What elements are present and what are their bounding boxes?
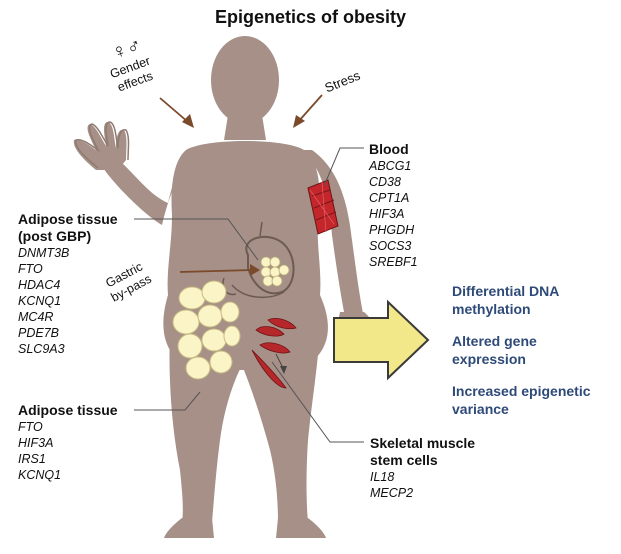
- gene-item: KCNQ1: [18, 294, 62, 308]
- blood-gene-list: ABCG1 CD38 CPT1A HIF3A PHGDH SOCS3 SREBF…: [369, 158, 418, 270]
- adipose-post-gbp-subheader: (post GBP): [18, 228, 92, 244]
- muscle-header: Skeletal muscle: [370, 435, 476, 451]
- gastric-bypass-pouch: [222, 221, 295, 299]
- adipose-block: Adipose tissue FTO HIF3A IRS1 KCNQ1: [18, 402, 118, 483]
- gene-item: SREBF1: [369, 255, 418, 269]
- right-arm-shape: [300, 150, 364, 318]
- gene-item: DNMT3B: [18, 246, 70, 260]
- adipose-post-gbp-header: Adipose tissue: [18, 211, 118, 227]
- gene-item: IL18: [370, 470, 395, 484]
- adipose-header: Adipose tissue: [18, 402, 118, 418]
- adipose-post-gbp-gene-list: DNMT3B FTO HDAC4 KCNQ1 MC4R PDE7B SLC9A3: [18, 245, 118, 357]
- right-foot-shape: [276, 518, 326, 538]
- head-shape: [211, 36, 279, 124]
- gene-item: SOCS3: [369, 239, 412, 253]
- adipose-post-gbp-block: Adipose tissue (post GBP) DNMT3B FTO HDA…: [18, 211, 118, 357]
- effect-gene-expression: Altered gene expression: [452, 333, 537, 367]
- left-leg-shape: [169, 330, 242, 522]
- adipose-gene-list: FTO HIF3A IRS1 KCNQ1: [18, 419, 118, 483]
- blood-block: Blood ABCG1 CD38 CPT1A HIF3A PHGDH SOCS3…: [369, 141, 418, 270]
- gene-item: MECP2: [370, 486, 414, 500]
- adipose-fat-cluster: [172, 280, 241, 380]
- gene-item: HIF3A: [18, 436, 54, 450]
- blood-vessel-icon: [307, 179, 339, 235]
- gene-item: MC4R: [18, 310, 54, 324]
- gene-item: CPT1A: [369, 191, 410, 205]
- gene-item: HIF3A: [369, 207, 405, 221]
- gene-item: SLC9A3: [18, 342, 65, 356]
- neck-shape: [224, 115, 266, 140]
- muscle-gene-list: IL18 MECP2: [370, 469, 475, 501]
- gene-item: HDAC4: [18, 278, 61, 292]
- diagram-title: Epigenetics of obesity: [214, 7, 407, 27]
- left-arm-shape: [98, 150, 190, 225]
- gene-item: CD38: [369, 175, 401, 189]
- right-leg-shape: [242, 330, 320, 522]
- pointer-arrows: [159, 94, 323, 276]
- output-arrow: [333, 299, 430, 381]
- left-foot-shape: [164, 518, 214, 538]
- leader-lines: [134, 147, 364, 443]
- effect-dna-methylation: Differential DNA methylation: [452, 283, 560, 317]
- blood-header: Blood: [369, 141, 409, 157]
- effect-epigenetic-variance: Increased epigenetic variance: [452, 383, 591, 417]
- gene-item: PHGDH: [369, 223, 415, 237]
- skeletal-muscle-fibers: [251, 318, 297, 389]
- gene-item: FTO: [18, 262, 43, 276]
- gene-item: PDE7B: [18, 326, 59, 340]
- muscle-subheader: stem cells: [370, 452, 438, 468]
- hand-outline: [75, 121, 130, 169]
- gene-item: KCNQ1: [18, 468, 62, 482]
- muscle-block: Skeletal muscle stem cells IL18 MECP2: [370, 435, 475, 501]
- gene-item: ABCG1: [369, 159, 412, 173]
- gene-item: FTO: [18, 420, 43, 434]
- gene-item: IRS1: [18, 452, 46, 466]
